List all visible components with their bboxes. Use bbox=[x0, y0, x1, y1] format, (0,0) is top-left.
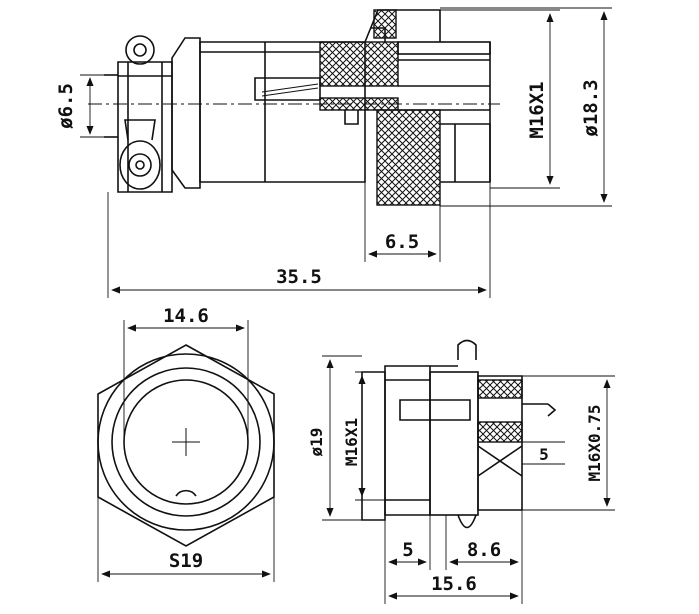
label-side-thread: M16X1 bbox=[342, 418, 361, 466]
dim-inner-width: 14.6 bbox=[123, 305, 249, 442]
label-inner-width: 14.6 bbox=[163, 305, 209, 327]
insulator-lower bbox=[319, 97, 399, 111]
dim-hex-size: S19 bbox=[97, 497, 275, 582]
dim-cable-diameter: ø6.5 bbox=[55, 74, 118, 138]
label-cable-diameter: ø6.5 bbox=[55, 83, 77, 129]
label-flange-length: 5 bbox=[402, 539, 413, 561]
dim-rear-thread: M16X0.75 bbox=[522, 375, 615, 511]
dim-thread: M16X1 bbox=[440, 9, 560, 189]
label-total-length: 35.5 bbox=[276, 266, 322, 288]
dim-outer-diameter: ø18.3 bbox=[440, 7, 612, 207]
insulator-upper bbox=[477, 379, 523, 399]
dim-side-total: 15.6 bbox=[384, 570, 523, 604]
label-flange-diameter: ø19 bbox=[307, 428, 326, 457]
label-outer-diameter: ø18.3 bbox=[580, 79, 602, 136]
label-thread: M16X1 bbox=[526, 81, 548, 138]
hex-nut-outline bbox=[97, 344, 275, 547]
dim-flange-diameter: ø19 bbox=[307, 355, 362, 521]
receptacle-front-view: 14.6 S19 bbox=[97, 305, 275, 582]
rear-body bbox=[171, 37, 366, 189]
label-hex-size: S19 bbox=[169, 550, 203, 572]
thread-circle bbox=[111, 367, 261, 517]
coupling-nut bbox=[344, 9, 491, 183]
dim-side-thread: M16X1 bbox=[342, 371, 385, 501]
cable-clamp bbox=[117, 35, 173, 193]
label-rear-step: 5 bbox=[539, 445, 549, 464]
label-thread-length: 6.5 bbox=[385, 231, 419, 253]
front-body bbox=[384, 365, 431, 516]
dim-total-length: 35.5 bbox=[107, 182, 491, 298]
solder-cup bbox=[547, 403, 557, 417]
knurled-ring bbox=[376, 109, 441, 206]
receptacle-side-view: ø19 M16X1 M16X0.75 5 5 bbox=[307, 339, 615, 604]
flange bbox=[361, 371, 386, 521]
plug-assembly-view: ø6.5 M16X1 ø18.3 6.5 35.5 bbox=[55, 7, 612, 298]
dim-flange-length: 5 bbox=[384, 515, 431, 570]
outer-circle bbox=[97, 353, 275, 531]
dim-thread-length: 6.5 bbox=[364, 182, 441, 262]
key-notch bbox=[175, 489, 197, 497]
contact bbox=[399, 399, 471, 421]
label-side-total: 15.6 bbox=[431, 573, 477, 595]
panel-nut bbox=[429, 371, 479, 516]
lock-lug bbox=[457, 339, 477, 360]
dim-body-length: 8.6 bbox=[445, 510, 523, 570]
nut-hatch-top bbox=[373, 9, 397, 39]
insulator-lower bbox=[477, 421, 523, 443]
insulator-upper bbox=[319, 41, 399, 87]
nut-bottom bbox=[457, 514, 477, 529]
cable bbox=[104, 74, 118, 138]
label-rear-thread: M16X0.75 bbox=[585, 404, 604, 481]
dim-rear-step: 5 bbox=[522, 441, 565, 465]
label-body-length: 8.6 bbox=[467, 539, 501, 561]
